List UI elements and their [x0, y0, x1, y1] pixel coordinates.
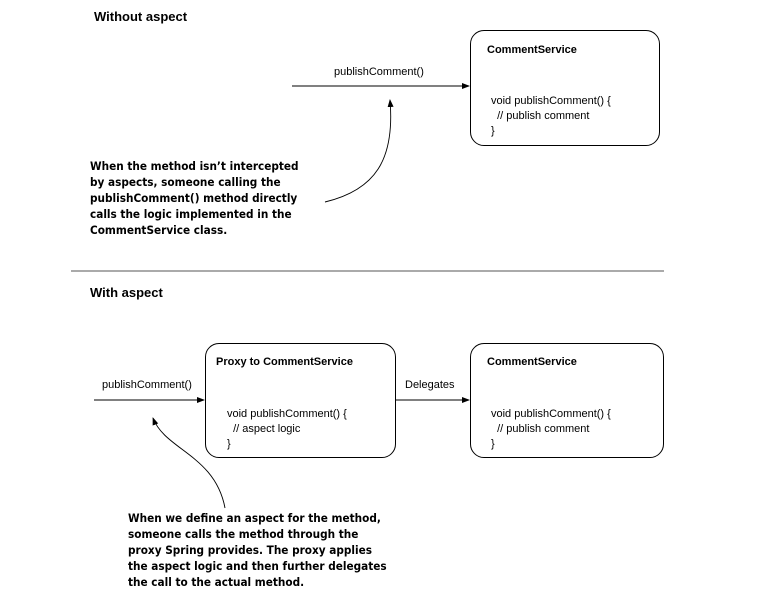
- comment-service-code-top: void publishComment() { // publish comme…: [491, 95, 611, 137]
- call-label-top: publishComment(): [334, 66, 424, 78]
- note-without-aspect: When the method isn’t intercepted by asp…: [90, 160, 299, 237]
- comment-service-code-bottom: void publishComment() { // publish comme…: [491, 408, 611, 450]
- note-pointer-bottom: [152, 417, 226, 509]
- comment-service-box-top: CommentService void publishComment() { /…: [470, 30, 660, 146]
- section-title-without-aspect: Without aspect: [94, 9, 188, 24]
- comment-service-title-bottom: CommentService: [487, 356, 577, 368]
- call-label-bottom: publishComment(): [102, 379, 192, 391]
- note-pointer-top: [324, 99, 394, 203]
- note-with-aspect: When we define an aspect for the method,…: [128, 512, 387, 589]
- proxy-code: void publishComment() { // aspect logic …: [227, 408, 347, 450]
- proxy-box: Proxy to CommentService void publishComm…: [205, 343, 396, 458]
- comment-service-title-top: CommentService: [487, 44, 577, 56]
- delegates-label: Delegates: [405, 379, 455, 391]
- proxy-title: Proxy to CommentService: [216, 356, 353, 368]
- section-title-with-aspect: With aspect: [90, 285, 163, 300]
- comment-service-box-bottom: CommentService void publishComment() { /…: [470, 343, 664, 458]
